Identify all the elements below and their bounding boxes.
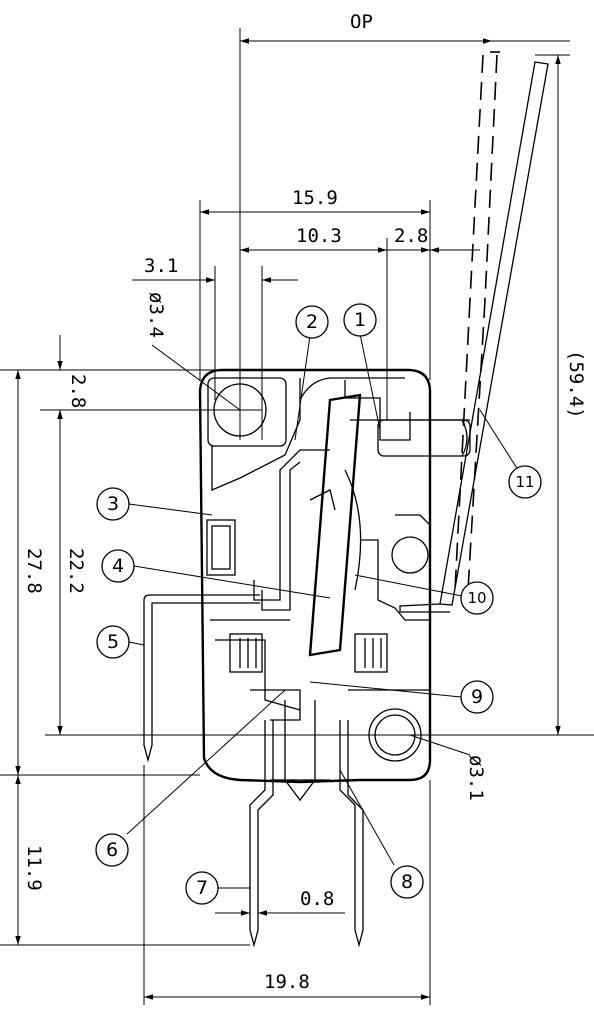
callout-5: 5 bbox=[96, 625, 130, 659]
dim-10-3-label: 10.3 bbox=[296, 225, 342, 247]
dim-phi3-4-label: ø3.4 bbox=[145, 292, 167, 338]
svg-text:9: 9 bbox=[471, 686, 483, 708]
dim-19-8 bbox=[143, 765, 431, 1005]
svg-text:11: 11 bbox=[515, 473, 534, 491]
callout-9: 9 bbox=[460, 680, 494, 714]
callout-11: 11 bbox=[508, 465, 542, 499]
svg-text:1: 1 bbox=[354, 309, 366, 331]
dim-27-8-label: 27.8 bbox=[23, 548, 45, 594]
dim-10-3 bbox=[240, 238, 388, 420]
dim-3-1-top bbox=[132, 266, 298, 440]
dim-22-2 bbox=[45, 410, 594, 736]
callout-10: 10 bbox=[460, 581, 494, 615]
dim-phi3-1-label: ø3.1 bbox=[465, 755, 487, 801]
dim-2-8-left bbox=[0, 335, 262, 440]
dim-11-9-label: 11.9 bbox=[23, 845, 45, 891]
dim-11-9 bbox=[0, 775, 250, 946]
plunger bbox=[308, 380, 471, 657]
dim-2-8-top-label: 2.8 bbox=[394, 225, 428, 247]
svg-text:6: 6 bbox=[106, 839, 118, 861]
svg-text:4: 4 bbox=[112, 555, 124, 577]
callout-3: 3 bbox=[96, 487, 130, 521]
svg-text:5: 5 bbox=[107, 631, 119, 653]
lever bbox=[399, 51, 549, 613]
dim-3-1-top-label: 3.1 bbox=[144, 255, 178, 277]
dim-59-4 bbox=[535, 54, 570, 735]
callout-6: 6 bbox=[95, 833, 129, 867]
callout-8: 8 bbox=[390, 865, 424, 899]
dim-19-8-label: 19.8 bbox=[264, 971, 310, 993]
dim-op bbox=[239, 28, 570, 440]
svg-text:7: 7 bbox=[196, 877, 208, 899]
dim-59-4-label: (59.4) bbox=[565, 350, 587, 419]
terminals bbox=[143, 594, 364, 948]
callout-4: 4 bbox=[101, 549, 135, 583]
callout-1: 1 bbox=[343, 303, 377, 337]
callout-2: 2 bbox=[295, 305, 329, 339]
dim-15-9 bbox=[199, 200, 431, 380]
dim-phi3-1 bbox=[409, 734, 471, 756]
dim-0-8-label: 0.8 bbox=[300, 888, 334, 910]
dim-22-2-label: 22.2 bbox=[65, 548, 87, 594]
svg-text:2: 2 bbox=[306, 311, 318, 333]
svg-text:8: 8 bbox=[401, 871, 413, 893]
callout-leaders bbox=[126, 333, 519, 889]
dim-2-8-left-label: 2.8 bbox=[67, 374, 89, 408]
dim-15-9-label: 15.9 bbox=[292, 187, 338, 209]
dim-op-label: OP bbox=[350, 11, 373, 33]
dim-phi3-4 bbox=[151, 344, 241, 411]
callout-7: 7 bbox=[185, 871, 219, 905]
svg-text:10: 10 bbox=[467, 589, 486, 607]
svg-text:3: 3 bbox=[107, 493, 119, 515]
dim-27-8 bbox=[0, 370, 200, 776]
